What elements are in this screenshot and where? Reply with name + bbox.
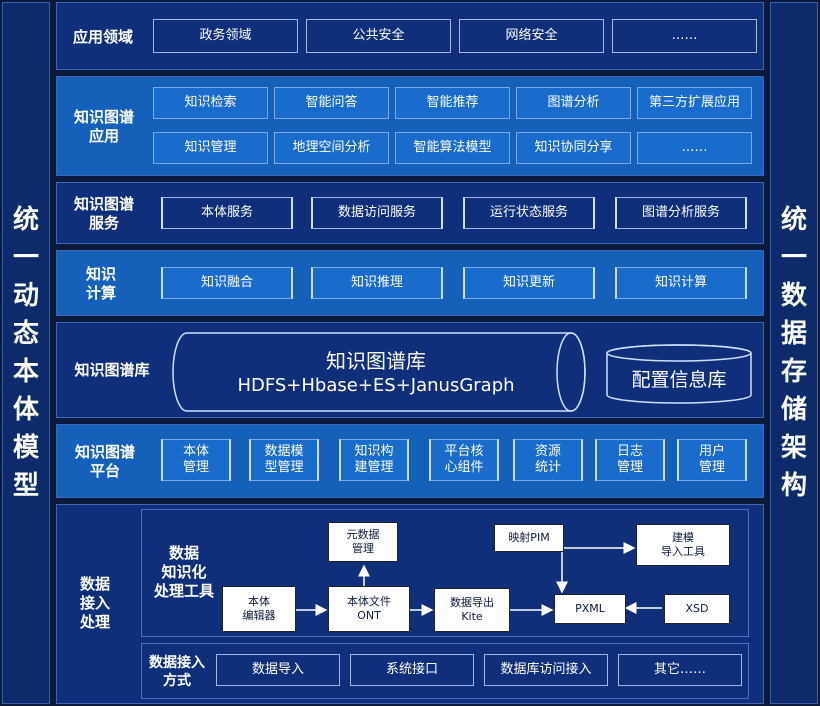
access-method-item: 其它…… xyxy=(618,654,742,686)
left-char: 统 xyxy=(12,205,39,235)
kg-app-item: 知识协同分享 xyxy=(516,132,631,164)
right-char: 储 xyxy=(780,395,807,425)
platform-item: 本体管理 xyxy=(161,439,231,481)
right-char: 数 xyxy=(780,281,807,311)
service-item: 本体服务 xyxy=(161,197,293,229)
right-char: 一 xyxy=(780,243,807,273)
access-method-panel: 数据接入 方式 数据导入 系统接口 数据库访问接入 其它…… xyxy=(141,643,749,699)
domain-item: 公共安全 xyxy=(306,19,451,53)
layer-label: 知识 计算 xyxy=(85,265,116,302)
kg-store-layer: 知识图谱库 知识图谱库 HDFS+Hbase+ES+JanusGraph 配置信… xyxy=(56,322,764,418)
right-char: 构 xyxy=(780,471,807,501)
access-method-item: 数据导入 xyxy=(216,654,340,686)
left-char: 本 xyxy=(12,357,39,387)
kg-app-item: 图谱分析 xyxy=(516,87,631,119)
platform-item: 资源统计 xyxy=(513,439,583,481)
kg-app-item: 第三方扩展应用 xyxy=(637,87,752,119)
method-label: 数据接入 方式 xyxy=(149,655,205,689)
platform-item: 日志管理 xyxy=(595,439,665,481)
application-domain-layer: 应用领域 政务领域 公共安全 网络安全 …… xyxy=(56,2,764,70)
kg-app-item: …… xyxy=(637,132,752,164)
platform-item: 用户管理 xyxy=(677,439,747,481)
platform-item: 数据模型管理 xyxy=(249,439,319,481)
xsd-box: XSD xyxy=(664,594,730,624)
left-char: 态 xyxy=(12,319,39,349)
service-item: 图谱分析服务 xyxy=(615,197,747,229)
service-item: 数据访问服务 xyxy=(311,197,443,229)
config-database-cylinder xyxy=(606,344,752,404)
kg-app-item: 智能问答 xyxy=(274,87,389,119)
layer-label: 知识图谱 服务 xyxy=(73,195,134,232)
config-database-label: 配置信息库 xyxy=(631,369,727,391)
kg-application-layer: 知识图谱 应用 知识检索 智能问答 智能推荐 图谱分析 第三方扩展应用 知识管理… xyxy=(56,76,764,176)
kg-service-layer: 知识图谱 服务 本体服务 数据访问服务 运行状态服务 图谱分析服务 xyxy=(56,182,764,244)
data-access-layer: 数据 接入 处理 数据 知识化 处理工具 元数据管理 xyxy=(56,504,764,704)
service-item: 运行状态服务 xyxy=(463,197,595,229)
ontology-editor-box: 本体编辑器 xyxy=(222,586,296,632)
compute-item: 知识更新 xyxy=(463,267,595,299)
compute-item: 知识推理 xyxy=(311,267,443,299)
layer-label: 知识图谱库 xyxy=(74,360,150,379)
left-char: 体 xyxy=(12,395,39,425)
unified-dynamic-ontology-model-column: 统 一 动 态 本 体 模 型 xyxy=(2,2,50,704)
right-char: 统 xyxy=(780,205,807,235)
platform-item: 知识构建管理 xyxy=(339,439,409,481)
left-char: 一 xyxy=(12,243,39,273)
domain-item: 网络安全 xyxy=(459,19,604,53)
kg-app-item: 知识管理 xyxy=(153,132,268,164)
layer-label: 知识图谱 平台 xyxy=(74,443,135,480)
right-char: 存 xyxy=(780,357,807,387)
kg-app-item: 地理空间分析 xyxy=(274,132,389,164)
unified-data-storage-architecture-column: 统 一 数 据 存 储 架 构 xyxy=(770,2,818,704)
compute-item: 知识计算 xyxy=(615,267,747,299)
kg-platform-layer: 知识图谱 平台 本体管理 数据模型管理 知识构建管理 平台核心组件 资源统计 日… xyxy=(56,424,764,498)
right-char: 架 xyxy=(780,433,807,463)
layer-label: 数据 接入 处理 xyxy=(79,574,110,631)
left-char: 型 xyxy=(12,471,39,501)
layer-label: 应用领域 xyxy=(72,27,133,46)
kg-database-cylinder xyxy=(172,332,586,412)
kg-app-item: 智能算法模型 xyxy=(395,132,510,164)
flow-connectors xyxy=(296,540,662,616)
kg-database-subtitle: HDFS+Hbase+ES+JanusGraph xyxy=(237,375,515,396)
pxml-box: PXML xyxy=(554,594,626,624)
mapping-pim-box: 映射PIM xyxy=(494,524,564,552)
layer-label: 知识图谱 应用 xyxy=(73,108,134,145)
tool-label: 数据 知识化 处理工具 xyxy=(153,543,214,600)
compute-item: 知识融合 xyxy=(161,267,293,299)
access-method-item: 数据库访问接入 xyxy=(484,654,608,686)
knowledge-computing-layer: 知识 计算 知识融合 知识推理 知识更新 知识计算 xyxy=(56,250,764,316)
kg-database-title: 知识图谱库 xyxy=(326,349,426,373)
domain-item: …… xyxy=(612,19,757,53)
platform-item: 平台核心组件 xyxy=(429,439,499,481)
access-method-item: 系统接口 xyxy=(350,654,474,686)
right-char: 据 xyxy=(780,319,807,349)
modeling-import-tool-box: 建模导入工具 xyxy=(636,524,730,566)
metadata-management-box: 元数据管理 xyxy=(328,522,398,562)
domain-item: 政务领域 xyxy=(153,19,298,53)
kg-app-item: 智能推荐 xyxy=(395,87,510,119)
kg-app-item: 知识检索 xyxy=(153,87,268,119)
left-char: 动 xyxy=(12,281,39,311)
left-char: 模 xyxy=(12,433,39,463)
